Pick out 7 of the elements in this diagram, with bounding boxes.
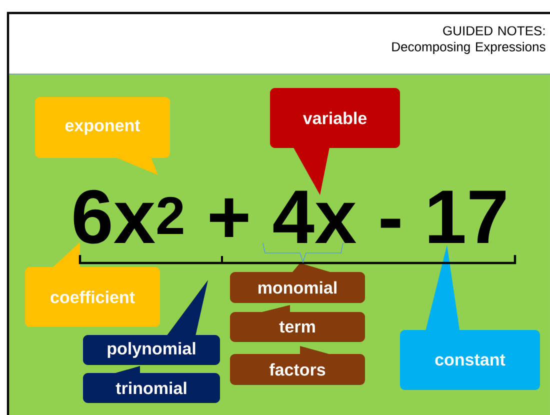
callout-bubble: monomial [230, 263, 365, 303]
callout-bubble: constant [400, 245, 540, 390]
callout-bubble: term [230, 304, 365, 342]
title: GUIDED NOTES: Decomposing Expressions [392, 26, 546, 54]
callout-bubble: trinomial [83, 366, 220, 403]
callout-bubble: exponent [35, 97, 170, 175]
callout-bubble: factors [230, 346, 365, 385]
